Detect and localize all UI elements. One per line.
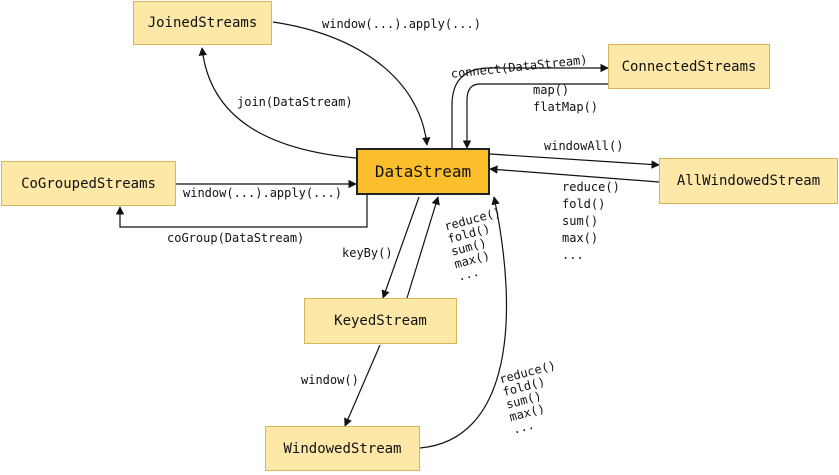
datastream-node[interactable]: DataStream — [356, 148, 490, 195]
joinedstreams-node[interactable]: JoinedStreams — [133, 1, 272, 45]
edge-datastream-to-cogrouped — [115, 194, 368, 228]
keyedstream-node[interactable]: KeyedStream — [304, 298, 457, 344]
edge-datastream-to-joined — [198, 47, 357, 159]
edge-allwindowed-to-datastream — [489, 165, 660, 183]
edge-datastream-to-allwindowed — [489, 153, 660, 169]
edge-keyed-to-datastream — [406, 196, 440, 299]
label-datastream-to-joined: join(DataStream) — [237, 95, 353, 109]
edge-keyed-to-windowed — [344, 344, 381, 427]
label-cogrouped-to-datastream: window(...).apply(...) — [183, 186, 342, 200]
connectedstreams-node[interactable]: ConnectedStreams — [608, 44, 770, 89]
allwindowedstream-node[interactable]: AllWindowedStream — [659, 158, 838, 204]
label-datastream-to-keyed: keyBy() — [342, 246, 393, 260]
windowedstream-node[interactable]: WindowedStream — [265, 426, 420, 471]
label-datastream-to-cogrouped: coGroup(DataStream) — [167, 231, 305, 245]
edge-joined-to-datastream — [272, 21, 431, 146]
label-allwindowed-to-datastream: reduce() fold() sum() max() ... — [562, 180, 620, 262]
edge-windowed-to-datastream — [419, 196, 508, 449]
edge-datastream-to-connected — [451, 63, 609, 148]
label-datastream-to-allwindowed: windowAll() — [544, 139, 624, 153]
edge-connected-to-datastream — [462, 83, 608, 149]
edge-datastream-to-keyed — [381, 196, 420, 299]
label-connected-to-datastream: map() flatMap() — [533, 83, 599, 114]
label-joined-to-datastream: window(...).apply(...) — [322, 17, 481, 31]
cogroupedstreams-node[interactable]: CoGroupedStreams — [1, 161, 176, 206]
label-keyed-to-windowed: window() — [301, 373, 359, 387]
